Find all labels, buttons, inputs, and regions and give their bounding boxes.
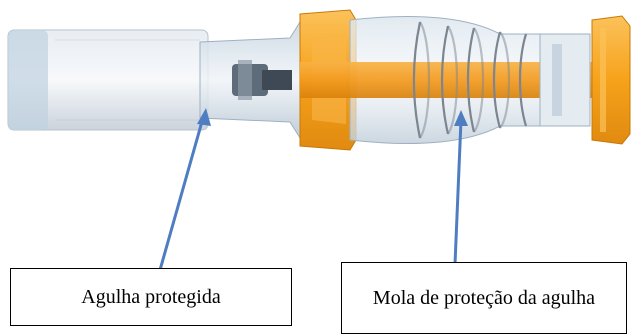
rear-clip (539, 33, 591, 127)
spring-label-box: Mola de proteção da agulha (341, 262, 627, 334)
spring-coils (412, 21, 528, 139)
arrow-spring (453, 110, 468, 265)
needle-label-box: Agulha protegida (10, 268, 292, 326)
arrow-needle (158, 108, 211, 271)
orange-end-cap (591, 15, 631, 145)
spring-label: Mola de proteção da agulha (372, 287, 596, 309)
needle-cap (7, 29, 209, 131)
needle-label: Agulha protegida (81, 286, 221, 308)
